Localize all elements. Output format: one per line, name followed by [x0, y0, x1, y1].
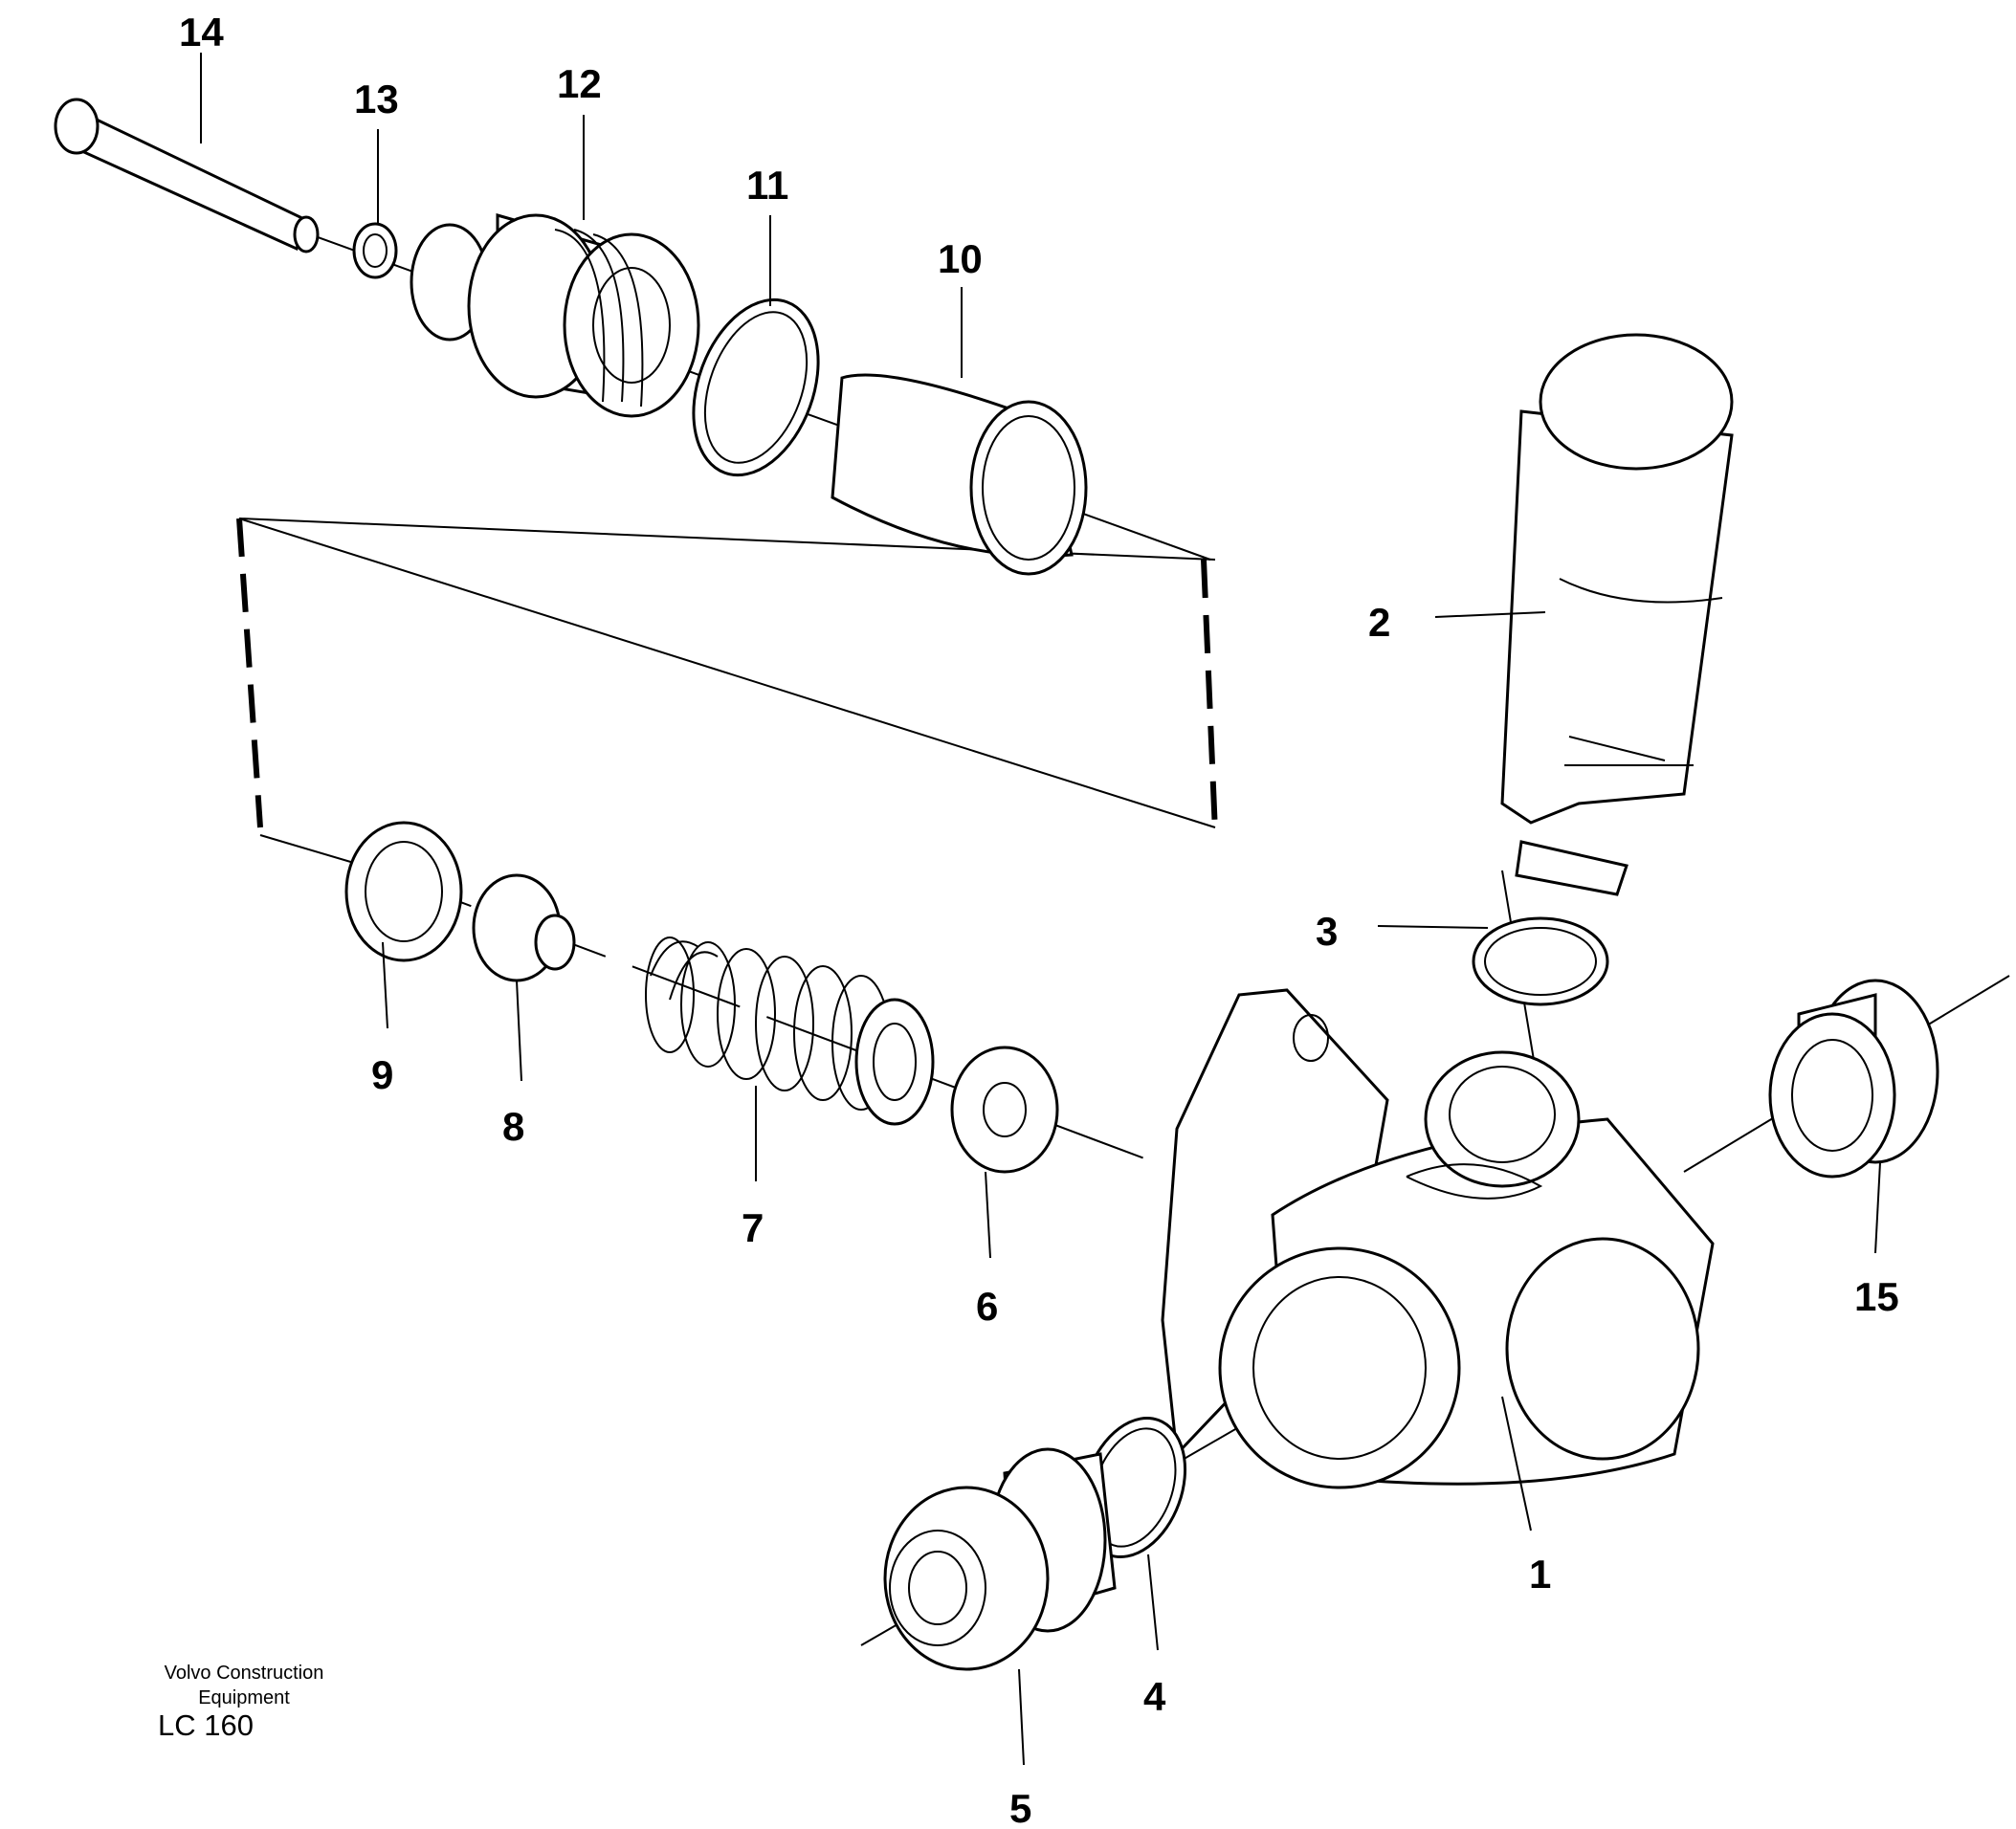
part-14-bolt — [54, 98, 320, 253]
part-2-cylinder — [1500, 333, 1734, 896]
callout-1: 1 — [1529, 1552, 1551, 1597]
callout-4: 4 — [1143, 1674, 1166, 1719]
callout-8: 8 — [502, 1104, 524, 1149]
callout-14: 14 — [179, 10, 224, 55]
part-6-washer — [950, 1046, 1059, 1174]
callout-5: 5 — [1009, 1786, 1031, 1829]
callout-13: 13 — [354, 77, 399, 121]
callout-6: 6 — [976, 1284, 998, 1329]
callout-9: 9 — [371, 1052, 393, 1097]
callout-15: 15 — [1854, 1274, 1899, 1319]
part-11-oring — [692, 297, 820, 477]
part-8-poppet — [472, 873, 576, 982]
part-15-plug — [1768, 979, 1939, 1179]
part-3-oring — [1472, 916, 1609, 1006]
callout-7: 7 — [742, 1205, 764, 1250]
part-10-sleeve — [831, 373, 1088, 576]
leader-lines — [200, 53, 1881, 1766]
brand-caption: Volvo Construction Equipment — [134, 1661, 354, 1710]
callout-3: 3 — [1316, 909, 1338, 954]
part-7-spring — [645, 937, 935, 1126]
callout-2: 2 — [1368, 600, 1390, 645]
assembly-bracket — [236, 518, 1218, 867]
callout-10: 10 — [938, 236, 983, 281]
part-12-threaded-plug — [410, 213, 700, 418]
part-5-fitting — [883, 1447, 1117, 1671]
callout-11: 11 — [746, 163, 788, 208]
model-caption: LC 160 — [158, 1708, 254, 1742]
callout-labels: 14 13 12 11 10 2 3 1 15 9 8 7 6 4 5 — [179, 10, 1899, 1829]
part-1-valve-body — [1161, 988, 1715, 1489]
part-13-small-oring — [352, 222, 398, 279]
brand-line-2: Equipment — [198, 1687, 290, 1708]
brand-line-1: Volvo Construction — [164, 1663, 324, 1684]
callout-12: 12 — [557, 61, 602, 106]
part-9-ring — [344, 821, 463, 962]
